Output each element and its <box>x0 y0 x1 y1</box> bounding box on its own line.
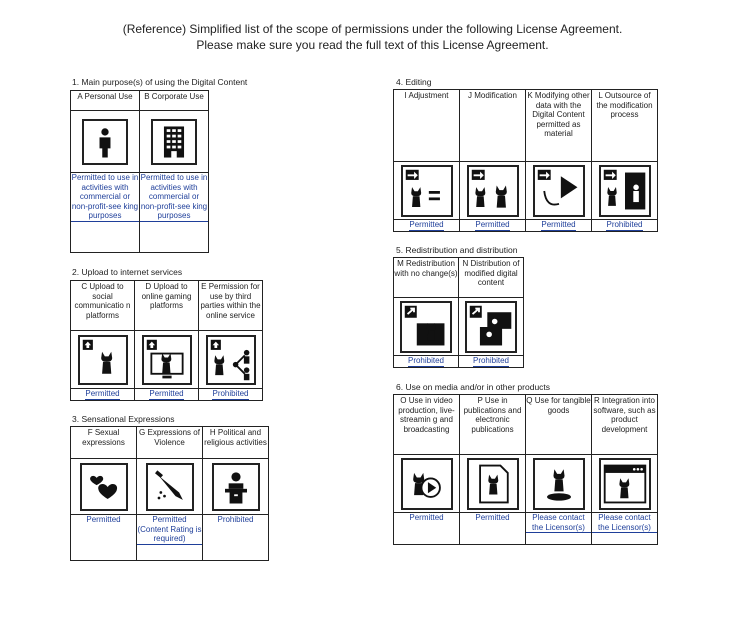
status-k: Permitted <box>541 220 576 231</box>
header-subtitle: Please make sure you read the full text … <box>196 38 549 52</box>
label-d-gaming: D Upload to online gaming platforms <box>134 280 199 331</box>
section-4-table: I Adjustment J Modification K Modifying … <box>393 89 658 232</box>
status-g: Permitted (Content Rating is required) <box>137 515 202 545</box>
label-h-political: H Political and religious activities <box>202 426 269 459</box>
office-building-icon <box>151 118 197 165</box>
upload-frame-icon <box>77 334 128 385</box>
video-play-icon <box>400 457 453 510</box>
share-people-icon <box>205 334 256 385</box>
status-b: Permitted to use in activities with comm… <box>140 173 208 222</box>
status-i: Permitted <box>409 220 444 231</box>
section-3-title: 3. Sensational Expressions <box>72 414 175 424</box>
section-3-table: F Sexual expressions G Expressions of Vi… <box>70 426 269 561</box>
section-4-title: 4. Editing <box>396 77 432 87</box>
status-d: Permitted <box>149 389 184 400</box>
modify-icon <box>466 164 519 217</box>
status-m: Prohibited <box>407 356 445 367</box>
publication-icon <box>466 457 519 510</box>
status-a: Permitted to use in activities with comm… <box>71 173 139 222</box>
label-j-modification: J Modification <box>459 89 526 162</box>
status-l: Prohibited <box>606 220 643 231</box>
status-f: Permitted <box>70 514 137 561</box>
podium-speaker-icon <box>211 462 260 511</box>
status-q: Please contact the Licensor(s) <box>526 514 591 533</box>
software-window-icon <box>598 457 651 510</box>
label-q-tangible-goods: Q Use for tangible goods <box>525 394 592 455</box>
status-j: Permitted <box>475 220 510 231</box>
label-r-software: R Integration into software, such as pro… <box>591 394 658 455</box>
status-o: Permitted <box>393 512 460 545</box>
section-1-title: 1. Main purpose(s) of using the Digital … <box>72 77 248 87</box>
person-icon <box>82 118 128 165</box>
label-p-publications: P Use in publications and electronic pub… <box>459 394 526 455</box>
status-c: Permitted <box>85 389 120 400</box>
knife-icon <box>145 462 194 511</box>
upload-monitor-icon <box>141 334 192 385</box>
status-e: Prohibited <box>212 389 249 400</box>
outsource-icon <box>598 164 651 217</box>
status-h: Prohibited <box>202 514 269 561</box>
header-title: (Reference) Simplified list of the scope… <box>122 22 623 36</box>
section-6-title: 6. Use on media and/or in other products <box>396 382 551 392</box>
label-n-distribution: N Distribution of modified digital conte… <box>458 257 524 298</box>
label-k-modifying-other: K Modifying other data with the Digital … <box>525 89 592 162</box>
label-l-outsource: L Outsource of the modification process <box>591 89 658 162</box>
label-f-sexual: F Sexual expressions <box>70 426 137 459</box>
label-i-adjustment: I Adjustment <box>393 89 460 162</box>
hearts-icon <box>79 462 128 511</box>
section-5-title: 5. Redistribution and distribution <box>396 245 518 255</box>
merge-data-icon <box>532 164 585 217</box>
figure-goods-icon <box>532 457 585 510</box>
redistribute-icon <box>400 300 452 353</box>
section-1-table: A Personal Use B Corporate Use Permitted… <box>70 90 209 253</box>
label-a-personal-use: A Personal Use <box>70 90 140 111</box>
label-b-corporate-use: B Corporate Use <box>139 90 209 111</box>
adjust-icon <box>400 164 453 217</box>
label-m-redistribution: M Redistribution with no change(s) <box>393 257 459 298</box>
section-2-title: 2. Upload to internet services <box>72 267 183 277</box>
status-n: Prohibited <box>472 356 510 367</box>
label-g-violence: G Expressions of Violence <box>136 426 203 459</box>
section-5-table: M Redistribution with no change(s) N Dis… <box>393 257 524 368</box>
distribute-modified-icon <box>465 300 517 353</box>
status-p: Permitted <box>459 512 526 545</box>
section-6-table: O Use in video production, live-streamin… <box>393 394 658 545</box>
label-o-video: O Use in video production, live-streamin… <box>393 394 460 455</box>
status-r: Please contact the Licensor(s) <box>592 514 657 533</box>
label-e-third-parties: E Permission for use by third parties wi… <box>198 280 263 331</box>
section-2-table: C Upload to social communicatio n platfo… <box>70 280 263 401</box>
label-c-social: C Upload to social communicatio n platfo… <box>70 280 135 331</box>
